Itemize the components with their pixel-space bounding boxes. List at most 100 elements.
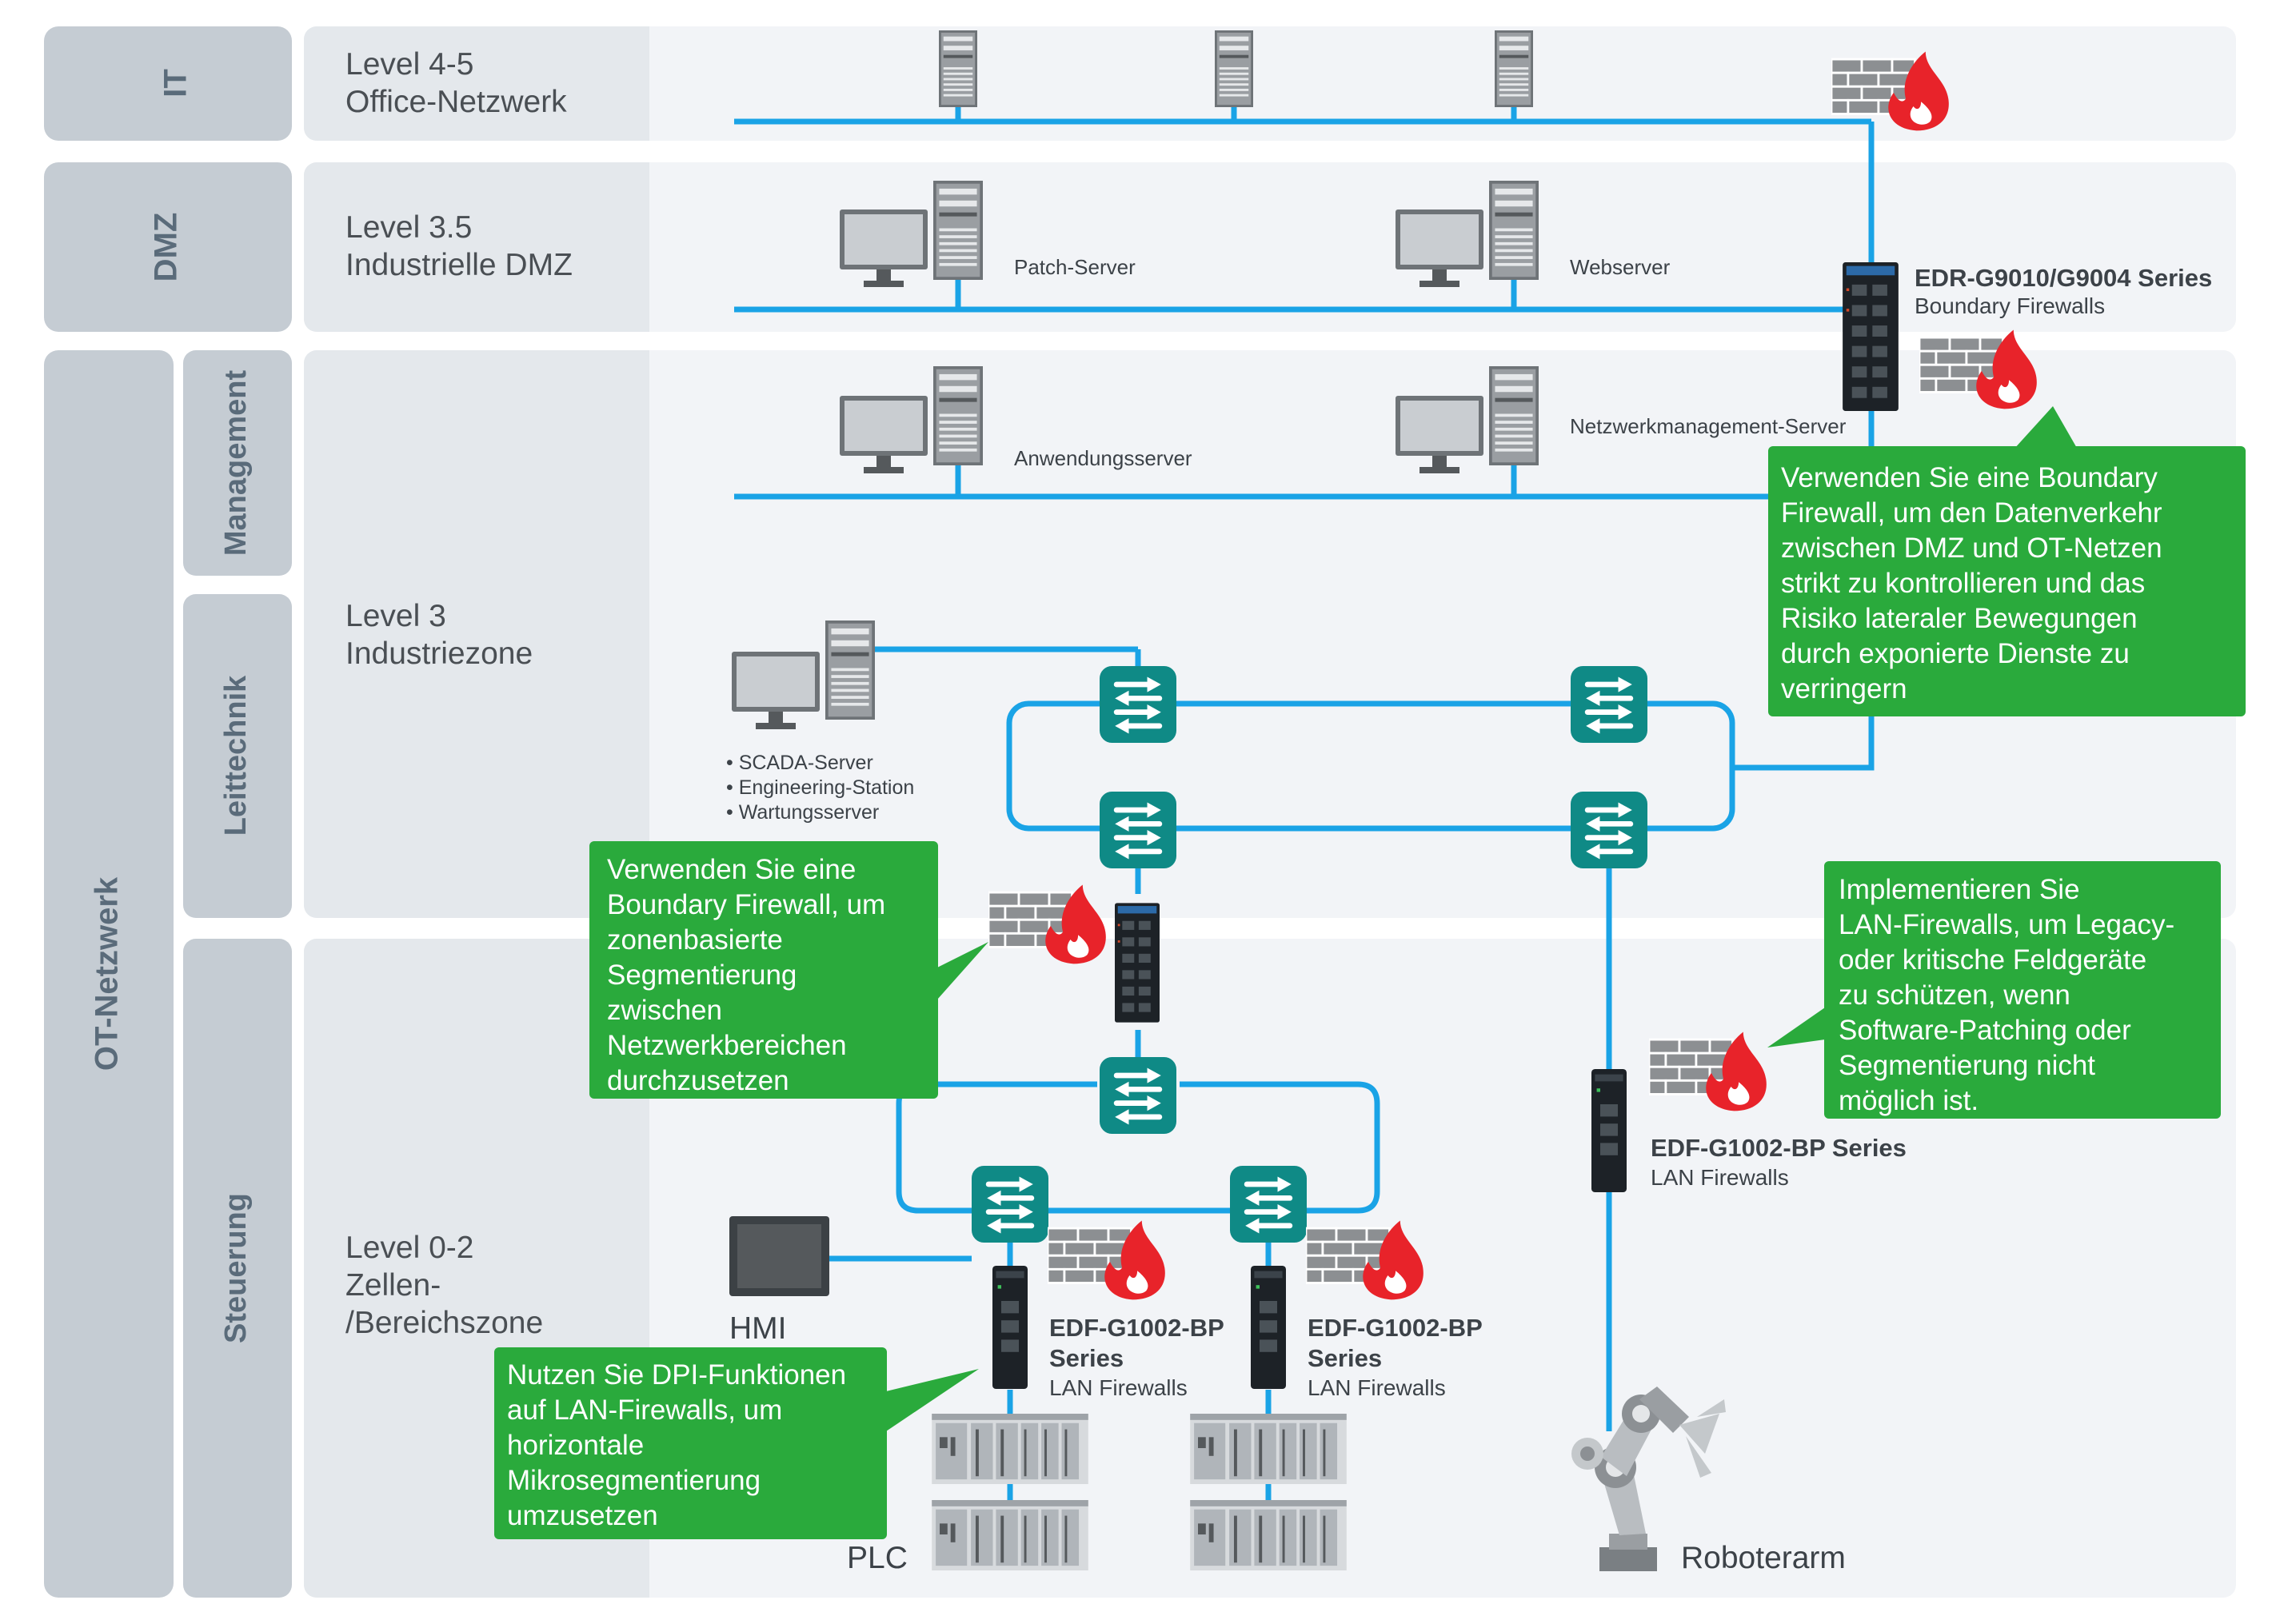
edr-product-name: EDR-G9010/G9004 Series bbox=[1915, 264, 2212, 292]
zone-label-management: Management bbox=[219, 370, 253, 557]
callout-boundary-zone-line-4: Segmentierung bbox=[607, 960, 797, 991]
ring-switch-icon-bottom-left bbox=[1100, 792, 1176, 868]
hmi-label: HMI bbox=[729, 1311, 787, 1346]
callout-boundary-dmz-line-1: Verwenden Sie eine Boundary bbox=[1781, 462, 2158, 493]
zone-band-dmz bbox=[44, 162, 292, 332]
cell-switch-icon-left bbox=[972, 1166, 1048, 1243]
row-bg-dmz bbox=[304, 162, 2236, 332]
zone-band-it bbox=[44, 26, 292, 141]
callout-dpi-line-2: auf LAN-Firewalls, um bbox=[507, 1395, 782, 1426]
edf-right-firewall-icon bbox=[1591, 1069, 1627, 1192]
edf-middle-product-subtitle: LAN Firewalls bbox=[1308, 1375, 1446, 1400]
callout-boundary-dmz-line-5: Risiko lateraler Bewegungen bbox=[1781, 603, 2138, 634]
edf-left-product-series: Series bbox=[1049, 1344, 1124, 1372]
zone-band-management bbox=[183, 350, 292, 576]
plc-label: PLC bbox=[847, 1541, 908, 1575]
zone-boundary-firewall-icon bbox=[1115, 903, 1160, 1023]
callout-lan-legacy-line-6: Segmentierung nicht bbox=[1839, 1050, 2095, 1081]
zone-band-ot bbox=[44, 350, 174, 1598]
level-35-title: Level 3.5 bbox=[345, 210, 472, 245]
level-35-subtitle: Industrielle DMZ bbox=[345, 248, 573, 282]
webserver-label: Webserver bbox=[1570, 255, 1671, 279]
callout-lan-legacy-line-5: Software-Patching oder bbox=[1839, 1015, 2131, 1046]
level-bg-35 bbox=[304, 162, 649, 332]
patch-server-label: Patch-Server bbox=[1014, 255, 1136, 279]
callout-boundary-zone: Verwenden Sie eine Boundary Firewall, um… bbox=[589, 841, 988, 1099]
cell-switch-icon-top bbox=[1100, 1057, 1176, 1134]
callout-dpi-line-4: Mikrosegmentierung bbox=[507, 1465, 761, 1496]
zone-band-leittechnik bbox=[183, 594, 292, 918]
ring-switch-icon-top-left bbox=[1100, 666, 1176, 743]
callout-boundary-zone-line-7: durchzusetzen bbox=[607, 1065, 789, 1096]
level-02-line3: /Bereichszone bbox=[345, 1306, 543, 1340]
it-server-icon-2 bbox=[1215, 30, 1253, 107]
callout-boundary-dmz-line-2: Firewall, um den Datenverkehr bbox=[1781, 497, 2162, 529]
row-bg-it bbox=[304, 26, 2236, 141]
edf-left-firewall-icon bbox=[992, 1266, 1028, 1389]
level-02-title: Level 0-2 bbox=[345, 1231, 473, 1265]
zone-label-it: IT bbox=[158, 69, 194, 98]
webserver-tower-icon bbox=[1489, 181, 1539, 280]
callout-boundary-dmz-line-3: zwischen DMZ und OT-Netzen bbox=[1781, 533, 2162, 564]
network-lines bbox=[734, 102, 1875, 1503]
edf-right-product-subtitle: LAN Firewalls bbox=[1651, 1165, 1789, 1190]
anwendungsserver-tower-icon bbox=[933, 366, 983, 465]
cell-switch-icon-right bbox=[1230, 1166, 1307, 1243]
zone-label-steuerung: Steuerung bbox=[219, 1193, 253, 1343]
scada-list-item-1: • SCADA-Server bbox=[726, 752, 873, 774]
plc-icon-left-top bbox=[932, 1414, 1088, 1484]
callout-lan-legacy-line-1: Implementieren Sie bbox=[1839, 874, 2080, 905]
level-02-line2: Zellen- bbox=[345, 1268, 441, 1303]
callout-lan-legacy-line-7: möglich ist. bbox=[1839, 1085, 1979, 1116]
level-45-title: Level 4-5 bbox=[345, 47, 473, 82]
callout-boundary-zone-line-5: zwischen bbox=[607, 995, 722, 1026]
level-bg-3 bbox=[304, 350, 649, 918]
edf-middle-product-name: EDF-G1002-BP bbox=[1308, 1314, 1483, 1342]
zone-label-leittechnik: Leittechnik bbox=[219, 675, 253, 836]
roboterarm-label: Roboterarm bbox=[1681, 1541, 1846, 1575]
callout-dpi-line-5: umzusetzen bbox=[507, 1500, 658, 1531]
robot-arm-icon bbox=[1571, 1387, 1726, 1571]
callout-dpi: Nutzen Sie DPI-Funktionen auf LAN-Firewa… bbox=[494, 1347, 979, 1539]
callout-dpi-line-3: horizontale bbox=[507, 1430, 644, 1461]
edf-right-product-name: EDF-G1002-BP Series bbox=[1651, 1134, 1907, 1162]
edf-middle-product-series: Series bbox=[1308, 1344, 1382, 1372]
zone-label-ot: OT-Netzwerk bbox=[90, 876, 125, 1071]
scada-tower-icon bbox=[825, 620, 875, 720]
scada-list-item-3: • Wartungsserver bbox=[726, 801, 879, 824]
zone-band-steuerung bbox=[183, 939, 292, 1598]
callout-boundary-zone-line-3: zonenbasierte bbox=[607, 924, 783, 956]
netzwerkmanagement-tower-icon bbox=[1489, 366, 1539, 465]
netzwerkmanagement-label: Netzwerkmanagement-Server bbox=[1570, 414, 1847, 438]
plc-icon-right-top bbox=[1190, 1414, 1347, 1484]
callout-lan-legacy-line-4: zu schützen, wenn bbox=[1839, 980, 2070, 1011]
level-3-subtitle: Industriezone bbox=[345, 636, 533, 671]
patch-server-tower-icon bbox=[933, 181, 983, 280]
it-server-icon-3 bbox=[1495, 30, 1533, 107]
row-bg-level3 bbox=[304, 350, 2236, 918]
plc-icon-right-bottom bbox=[1190, 1500, 1347, 1570]
ring-switch-icon-top-right bbox=[1571, 666, 1647, 743]
edr-boundary-firewall-icon bbox=[1843, 262, 1899, 411]
scada-list-item-2: • Engineering-Station bbox=[726, 776, 914, 799]
plc-icon-left-bottom bbox=[932, 1500, 1088, 1570]
callout-lan-legacy-line-3: oder kritische Feldgeräte bbox=[1839, 944, 2146, 976]
edf-left-product-name: EDF-G1002-BP bbox=[1049, 1314, 1224, 1342]
callout-boundary-zone-line-2: Boundary Firewall, um bbox=[607, 889, 885, 920]
edf-middle-firewall-icon bbox=[1251, 1266, 1286, 1389]
anwendungsserver-label: Anwendungsserver bbox=[1014, 446, 1192, 470]
edr-product-subtitle: Boundary Firewalls bbox=[1915, 293, 2105, 318]
level-45-subtitle: Office-Netzwerk bbox=[345, 85, 567, 119]
level-3-title: Level 3 bbox=[345, 599, 446, 633]
callout-boundary-dmz-line-4: strikt zu kontrollieren und das bbox=[1781, 568, 2145, 599]
zone-label-dmz: DMZ bbox=[149, 213, 184, 282]
ring-switch-icon-bottom-right bbox=[1571, 792, 1647, 868]
callout-dpi-line-1: Nutzen Sie DPI-Funktionen bbox=[507, 1359, 846, 1391]
it-server-icon-1 bbox=[939, 30, 977, 107]
edf-left-product-subtitle: LAN Firewalls bbox=[1049, 1375, 1188, 1400]
callout-boundary-zone-line-1: Verwenden Sie eine bbox=[607, 854, 856, 885]
level-bg-45 bbox=[304, 26, 649, 141]
callout-lan-legacy-line-2: LAN-Firewalls, um Legacy- bbox=[1839, 909, 2174, 940]
hmi-panel-icon bbox=[729, 1216, 829, 1296]
